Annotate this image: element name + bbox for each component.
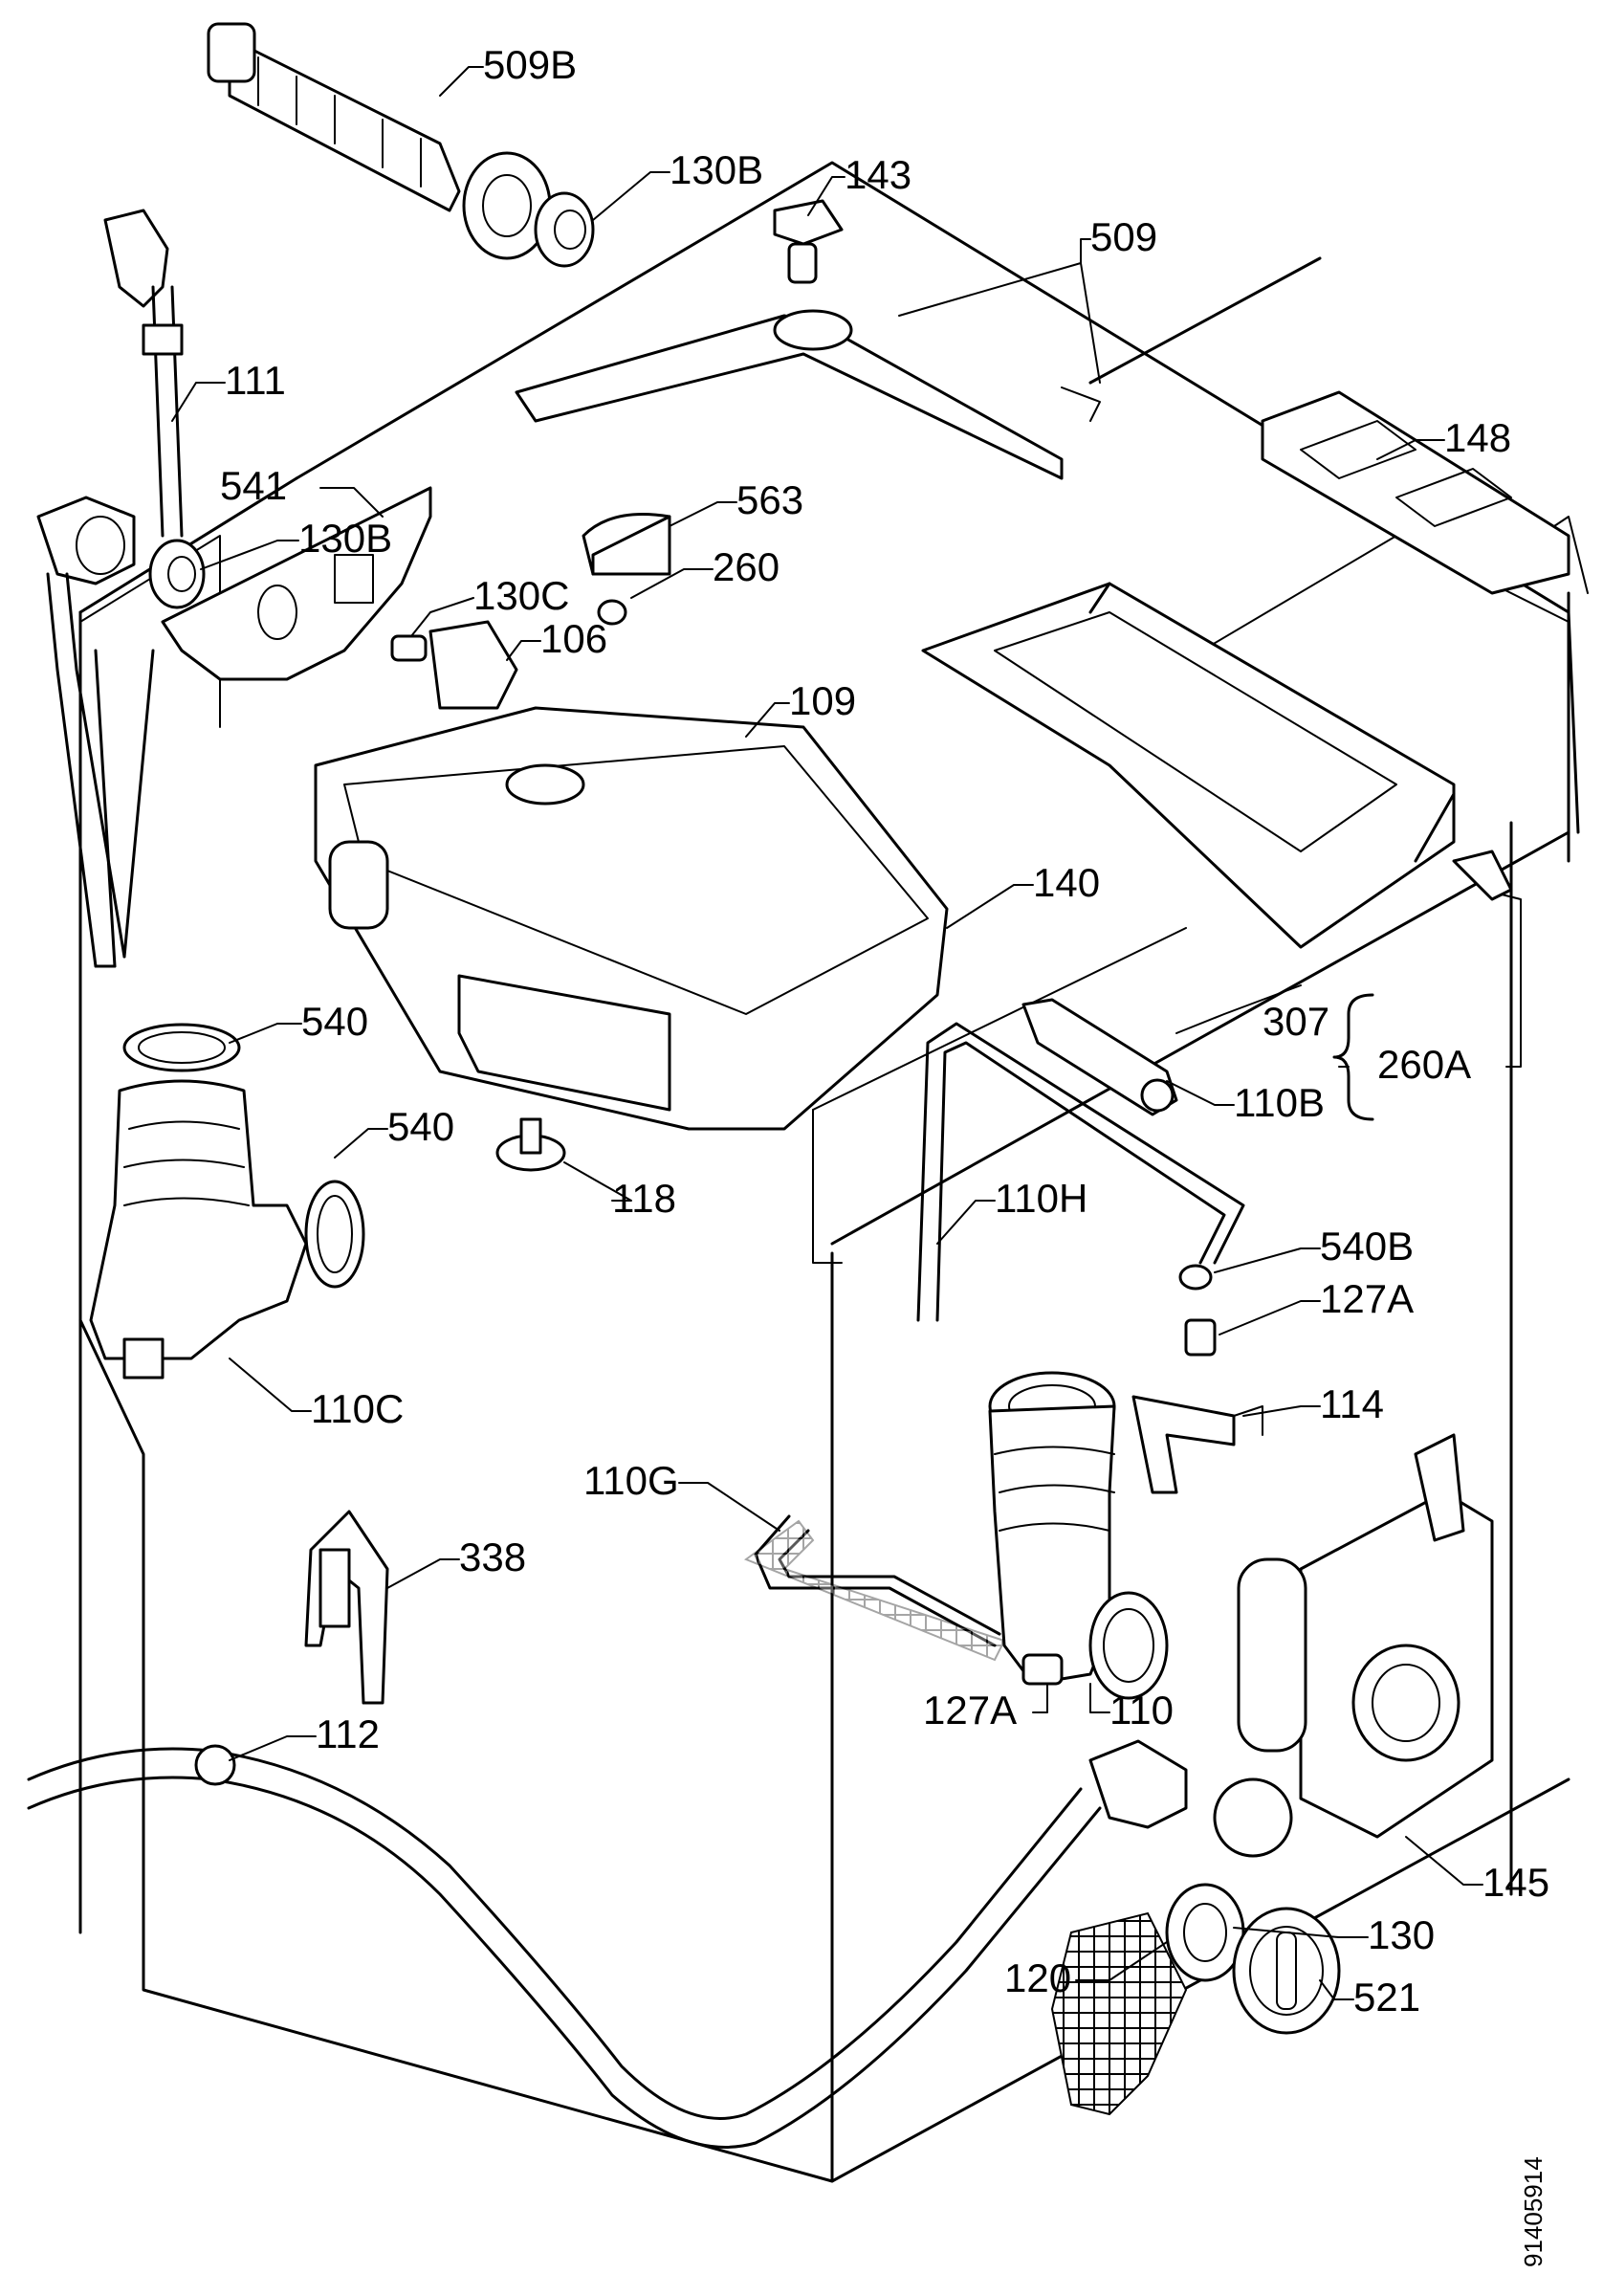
label-140: 140: [1033, 860, 1100, 905]
label-110: 110: [1109, 1688, 1174, 1733]
spring-260: [597, 599, 627, 626]
bracket-541: [161, 486, 432, 681]
label-130b-top: 130B: [670, 147, 763, 192]
filter-assembly-120-130-521: [1050, 1883, 1341, 2116]
label-563: 563: [736, 477, 803, 522]
cam-563: [582, 513, 671, 576]
inlet-hose-second: [36, 496, 155, 968]
nut-130b-top: [534, 191, 595, 268]
brace-307: [1332, 993, 1374, 1121]
hose-110c-with-clamps: [89, 1023, 365, 1380]
hose-110g: [743, 1514, 1006, 1662]
clip-540b-and-fitting-127a: [1178, 1264, 1217, 1357]
valve-106: [390, 620, 518, 710]
label-130b-middle: 130B: [298, 516, 392, 561]
knob-143: [773, 199, 844, 284]
label-114: 114: [1320, 1381, 1384, 1426]
label-127a-right: 127A: [1320, 1276, 1414, 1321]
label-509: 509: [1090, 214, 1157, 259]
label-120: 120: [1004, 1955, 1071, 2000]
label-148: 148: [1444, 415, 1511, 460]
dispenser-housing-109: [314, 706, 949, 1131]
label-338: 338: [459, 1534, 526, 1579]
part-labels: 509B 130B 143 509 111 148 541 563 130B 2…: [220, 42, 1549, 2020]
label-106: 106: [540, 616, 607, 661]
drain-hose-112: [27, 1739, 1188, 2149]
label-260a: 260A: [1377, 1042, 1471, 1087]
label-110c: 110C: [311, 1386, 404, 1431]
drain-pump-145: [1213, 1433, 1494, 1858]
clip-338: [304, 1510, 389, 1705]
label-540-upper: 540: [301, 999, 368, 1044]
label-307: 307: [1263, 999, 1329, 1044]
sump-hose-110: [988, 1371, 1169, 1700]
label-509b: 509B: [483, 42, 577, 87]
dispenser-drawer-307: [921, 582, 1456, 949]
label-109: 109: [789, 678, 856, 723]
label-130c: 130C: [473, 573, 569, 618]
pipe-110h: [916, 1022, 1245, 1322]
label-260: 260: [713, 544, 780, 589]
label-540-lower: 540: [387, 1104, 454, 1149]
label-110h: 110H: [995, 1176, 1087, 1221]
clip-260a: [1452, 850, 1513, 901]
label-521: 521: [1353, 1975, 1420, 2020]
bracket-114: [1131, 1395, 1263, 1494]
label-130: 130: [1368, 1912, 1435, 1957]
label-112: 112: [316, 1711, 380, 1756]
inlet-hose-111: [103, 209, 184, 538]
label-540b: 540B: [1320, 1224, 1414, 1269]
fitting-127a-left: [1021, 1653, 1064, 1686]
label-110b: 110B: [1234, 1080, 1325, 1125]
label-143: 143: [845, 152, 911, 197]
label-541: 541: [220, 463, 287, 508]
gear-118: [495, 1117, 566, 1172]
leader-lines: [171, 66, 1522, 2000]
dispenser-cap-148: [1261, 390, 1570, 595]
label-118: 118: [612, 1176, 676, 1221]
document-number: 91405914: [1519, 2156, 1548, 2267]
nut-130b-middle: [148, 539, 206, 609]
lever-509: [515, 256, 1322, 480]
label-110g: 110G: [583, 1458, 679, 1503]
label-127a-left: 127A: [923, 1688, 1017, 1733]
label-111: 111: [225, 358, 286, 403]
hose-110b: [1021, 998, 1178, 1116]
label-145: 145: [1482, 1860, 1549, 1905]
